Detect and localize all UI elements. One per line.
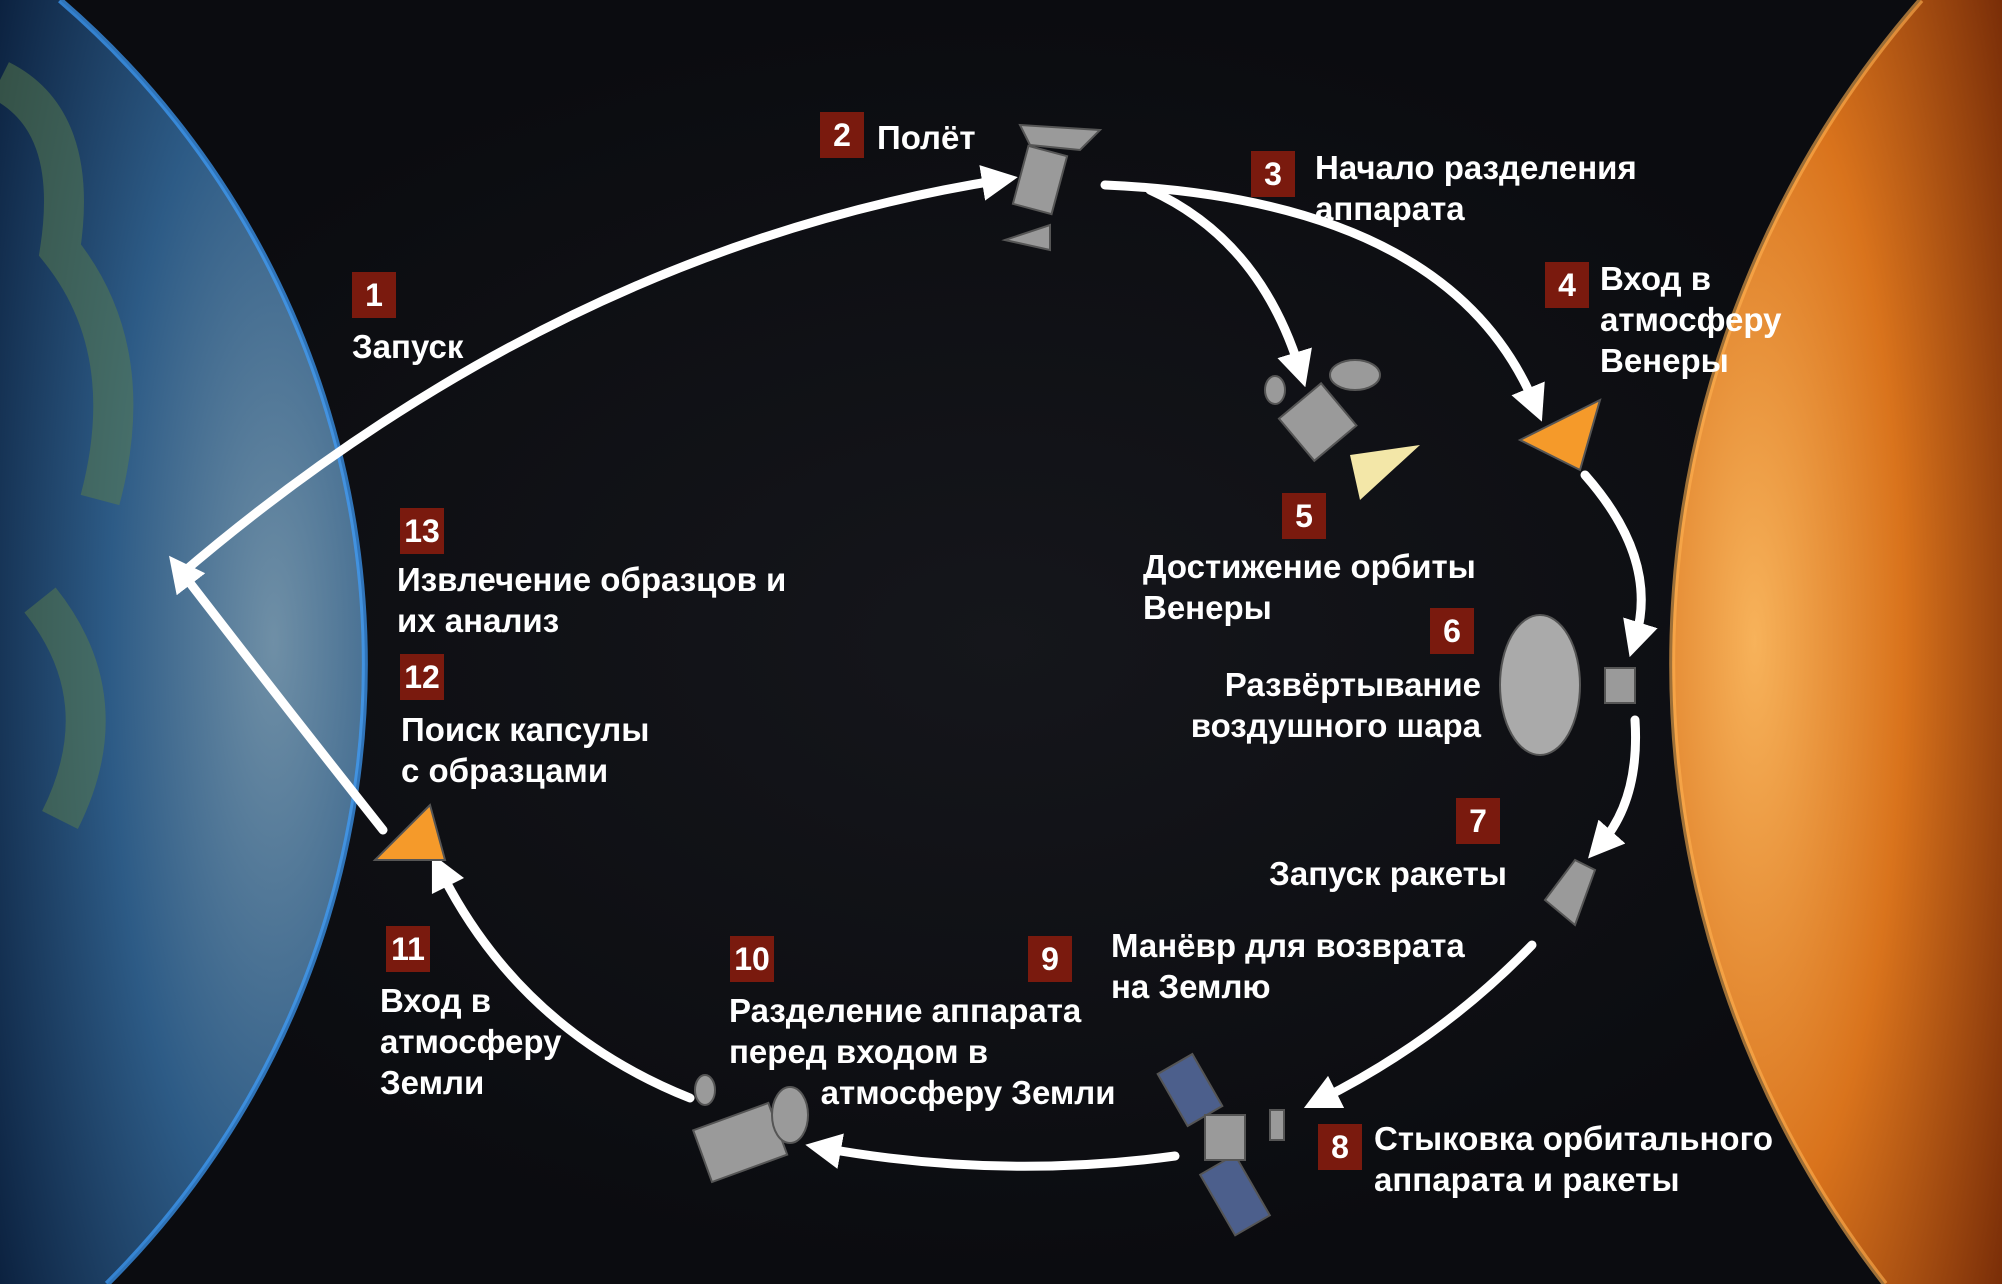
step-2-label: Полёт: [877, 119, 976, 156]
arrow-launch: [175, 165, 1018, 580]
entry-capsule-earth-icon: [372, 803, 447, 861]
spacecraft-icons: [372, 123, 1636, 1237]
arrow-to-separation: [805, 1133, 1180, 1171]
orbiter-docking-icon: [1156, 1052, 1285, 1237]
step-8-badge: 8: [1318, 1124, 1362, 1170]
step-7-badge: 7: [1456, 798, 1500, 844]
step-6-label: Развёртывание воздушного шара: [1190, 666, 1481, 744]
spacecraft-cruise-icon: [1001, 123, 1103, 252]
arrow-to-docking: [1303, 940, 1537, 1109]
step-1-label: Запуск: [352, 328, 464, 365]
step-13-label: Извлечение образцов и их анализ: [397, 561, 787, 639]
step-8-label: Стыковка орбитального аппарата и ракеты: [1374, 1120, 1774, 1198]
arrow-to-venus-entry: [1100, 180, 1545, 422]
step-2-badge: 2: [820, 112, 864, 158]
step-9-label: Манёвр для возврата на Землю: [1111, 927, 1465, 1005]
step-5-badge: 5: [1282, 493, 1326, 539]
step-1-badge: 1: [352, 272, 396, 318]
entry-capsule-venus-icon: [1517, 398, 1602, 472]
arrow-to-balloon: [1580, 470, 1658, 658]
step-3-label: Начало разделения аппарата: [1315, 149, 1637, 227]
arrow-to-earth: [169, 555, 388, 835]
arrow-to-rocket: [1588, 715, 1641, 859]
spacecraft-separation-icon: [691, 1074, 809, 1184]
step-11-label: Вход в атмосферу Земли: [380, 982, 562, 1101]
earth: [0, 0, 368, 1284]
step-7-label: Запуск ракеты: [1269, 855, 1507, 892]
step-3-badge: 3: [1251, 151, 1295, 197]
trajectory-arrows: [169, 165, 1658, 1171]
step-4-badge: 4: [1545, 262, 1589, 308]
balloon-icon: [1499, 614, 1636, 756]
step-6-badge: 6: [1430, 608, 1474, 654]
step-10-label: Разделение аппарата перед входом в атмос…: [729, 992, 1116, 1111]
step-9-badge: 9: [1028, 936, 1072, 982]
arrow-to-earth-entry: [431, 853, 695, 1103]
step-10-badge: 10: [730, 936, 774, 982]
venus: [1669, 0, 2002, 1284]
step-5-label: Достижение орбиты Венеры: [1143, 548, 1476, 626]
step-11-badge: 11: [386, 926, 430, 972]
step-13-badge: 13: [400, 508, 444, 554]
rocket-icon: [1543, 858, 1597, 927]
step-12-label: Поиск капсулы с образцами: [401, 711, 650, 789]
step-12-badge: 12: [400, 654, 444, 700]
spacecraft-orbit-icon: [1264, 359, 1420, 500]
arrow-to-orbit: [1145, 185, 1312, 388]
step-4-label: Вход в атмосферу Венеры: [1600, 260, 1782, 379]
